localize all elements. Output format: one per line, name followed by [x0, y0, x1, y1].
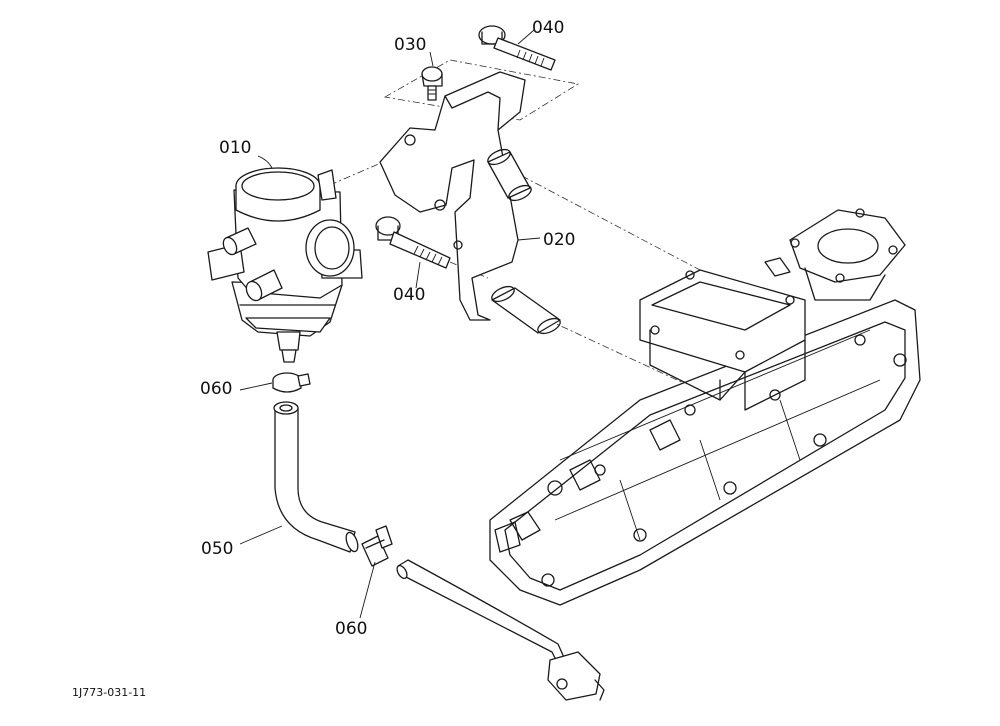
callout-040-mid: 040 [393, 285, 425, 305]
intake-manifold [489, 299, 921, 606]
manifold-flange [764, 208, 906, 301]
bracket-020 [379, 71, 561, 335]
callout-010: 010 [219, 138, 251, 158]
pipe [396, 559, 605, 701]
valve-010 [207, 167, 363, 363]
hose-050 [273, 401, 359, 553]
callout-020: 020 [543, 230, 575, 250]
callout-040-top: 040 [532, 18, 564, 38]
bolt-040-top [478, 25, 556, 71]
bolt-030 [421, 66, 443, 101]
clamp-060-bottom [361, 525, 393, 567]
clamp-060-top [272, 372, 311, 393]
callout-060-top: 060 [200, 379, 232, 399]
callout-030: 030 [394, 35, 426, 55]
manifold-box [639, 269, 806, 411]
callout-060-bottom: 060 [335, 619, 367, 639]
bolt-040-mid [375, 216, 451, 269]
diagram-code: 1J773-031-11 [72, 686, 146, 699]
callout-050: 050 [201, 539, 233, 559]
leader-lines [239, 29, 541, 619]
